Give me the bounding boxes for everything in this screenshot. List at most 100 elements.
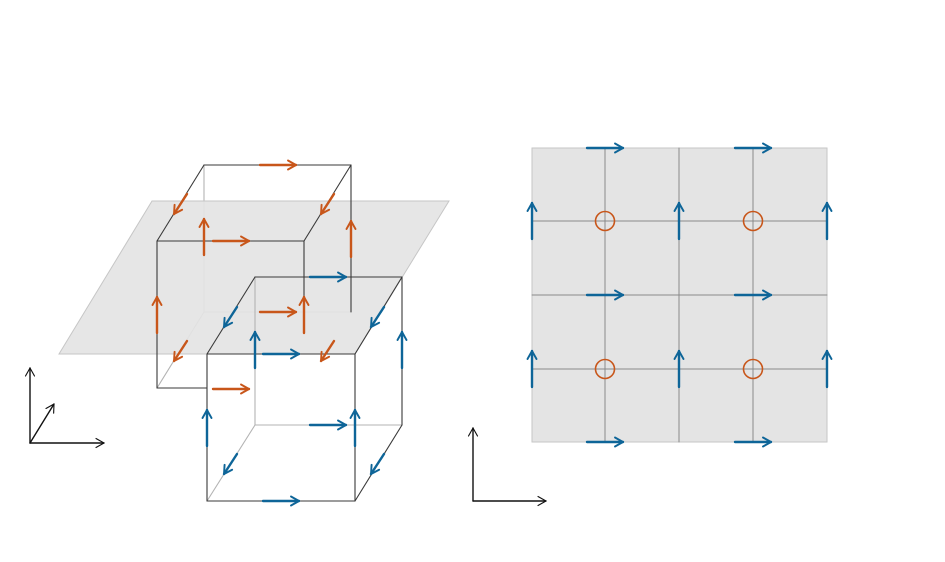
arrow-shaft [222, 452, 239, 476]
arrow-head [223, 316, 234, 328]
arrow-head [320, 350, 331, 362]
orange-spin-arrow [198, 217, 210, 257]
orange-spin-arrow [258, 159, 298, 171]
arrow-head [198, 218, 210, 228]
orange-spin-arrow [211, 235, 251, 247]
arrow-head [370, 463, 381, 475]
blue-spin-arrow [222, 452, 239, 476]
arrow-head [240, 383, 250, 395]
axis-y-arrow [467, 427, 479, 502]
arrow-head [762, 142, 772, 154]
axis-x-arrow [472, 495, 547, 507]
blue-spin-arrow [249, 330, 261, 370]
arrow-head [290, 495, 300, 507]
arrow-head [673, 202, 685, 212]
arrow-head [614, 436, 624, 448]
axis-x-arrow [29, 437, 105, 449]
blue-spin-arrow-horizontal [733, 436, 773, 448]
arrow-head [287, 159, 297, 171]
right-panel-lattice [467, 142, 833, 507]
arrow-shaft [369, 305, 386, 329]
arrow-head [95, 437, 105, 449]
arrow-head [337, 271, 347, 283]
arrow-head [396, 331, 408, 341]
arrow-head [821, 202, 833, 212]
arrow-head [762, 436, 772, 448]
arrow-head [467, 427, 479, 437]
blue-spin-arrow-horizontal [733, 142, 773, 154]
orange-spin-arrow [172, 339, 189, 363]
blue-spin-arrow-horizontal [585, 289, 625, 301]
left-panel-3d [24, 159, 450, 507]
blue-spin-arrow-vertical [526, 349, 538, 389]
vertex-circle-marker [594, 210, 616, 232]
arrow-head [240, 235, 250, 247]
arrow-head [526, 202, 538, 212]
2d-axes-icon [467, 427, 547, 507]
arrow-head [762, 289, 772, 301]
blue-spin-arrow-vertical [821, 349, 833, 389]
arrow-head [24, 367, 36, 377]
arrow-head [349, 409, 361, 419]
arrow-head [173, 350, 184, 362]
vertex-circle-marker [742, 210, 764, 232]
arrow-shaft [319, 192, 336, 216]
blue-spin-arrow [308, 271, 348, 283]
axis-y-arrow [29, 403, 55, 444]
arrow-head [320, 203, 331, 215]
blue-spin-arrow-vertical [821, 201, 833, 241]
orange-spin-arrow [319, 339, 336, 363]
vertex-circle-marker [742, 358, 764, 380]
arrow-head [673, 350, 685, 360]
arrow-head [290, 348, 300, 360]
arrow-shaft [29, 403, 55, 444]
arrow-head [298, 296, 310, 306]
arrow-head [223, 463, 234, 475]
arrow-head [345, 220, 357, 230]
blue-spin-arrow [261, 348, 301, 360]
arrow-head [249, 331, 261, 341]
arrow-head [151, 296, 163, 306]
orange-spin-arrow [172, 192, 189, 216]
blue-spin-arrow-vertical [673, 201, 685, 241]
blue-spin-arrow [261, 495, 301, 507]
3d-axes-icon [24, 367, 105, 449]
vertex-circle-marker [594, 358, 616, 380]
axis-z-arrow [24, 367, 36, 444]
blue-spin-arrow-horizontal [585, 436, 625, 448]
arrow-head [201, 409, 213, 419]
arrow-shaft [319, 339, 336, 363]
blue-spin-arrow-vertical [526, 201, 538, 241]
orange-spin-arrow [151, 295, 163, 335]
orange-spin-arrow [319, 192, 336, 216]
orange-spin-arrow [258, 306, 298, 318]
orange-spin-arrow [298, 295, 310, 335]
arrow-head [337, 419, 347, 431]
arrow-shaft [172, 339, 189, 363]
blue-spin-arrow [369, 452, 386, 476]
arrow-head [370, 316, 381, 328]
blue-spin-arrow [369, 305, 386, 329]
arrow-shaft [369, 452, 386, 476]
blue-spin-arrow [349, 408, 361, 448]
blue-spin-arrow [222, 305, 239, 329]
blue-spin-arrow-horizontal [585, 142, 625, 154]
arrow-shaft [172, 192, 189, 216]
arrow-head [614, 289, 624, 301]
blue-spin-arrow [201, 408, 213, 448]
blue-spin-arrow [396, 330, 408, 370]
arrow-head [821, 350, 833, 360]
blue-spin-arrow-horizontal [733, 289, 773, 301]
arrow-head [173, 203, 184, 215]
arrow-head [45, 403, 55, 414]
arrow-head [287, 306, 297, 318]
blue-spin-arrow [308, 419, 348, 431]
orange-spin-arrow [345, 219, 357, 259]
arrow-head [526, 350, 538, 360]
blue-spin-arrow-vertical [673, 349, 685, 389]
arrow-head [537, 495, 547, 507]
arrow-shaft [222, 305, 239, 329]
orange-spin-arrow [211, 383, 251, 395]
arrow-head [614, 142, 624, 154]
